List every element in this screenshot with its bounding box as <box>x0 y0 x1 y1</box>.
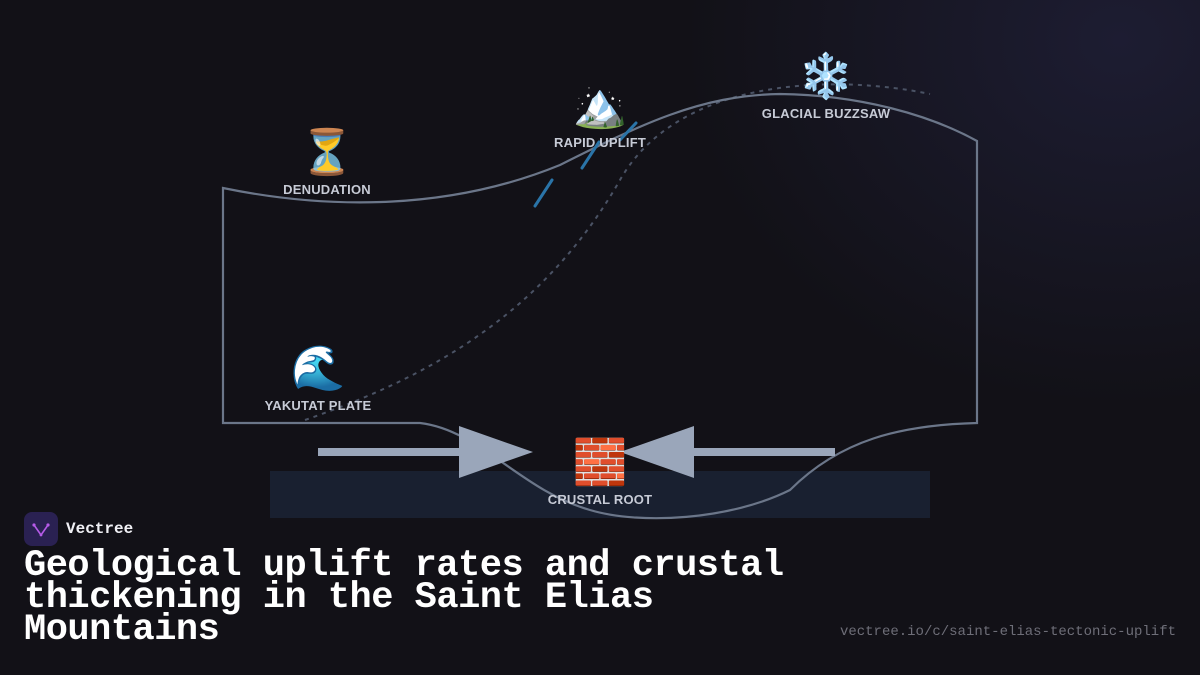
node-glacial-buzzsaw: ❄️ GLACIAL BUZZSAW <box>761 51 891 122</box>
hourglass-icon: ⏳ <box>299 127 355 178</box>
vectree-logo-icon <box>24 512 58 546</box>
brand-name: Vectree <box>66 520 134 538</box>
node-rapid-uplift: 🏔️ RAPID UPLIFT <box>554 80 646 151</box>
rapid-uplift-label: RAPID UPLIFT <box>554 135 646 150</box>
snowflake-icon: ❄️ <box>798 51 854 102</box>
crustal-root-band <box>270 471 930 518</box>
yakutat-plate-label: YAKUTAT PLATE <box>264 398 372 413</box>
crust-outline <box>221 92 979 520</box>
brand: Vectree <box>24 512 133 546</box>
glacial-buzzsaw-label: GLACIAL BUZZSAW <box>761 106 891 121</box>
fault-line <box>533 121 638 208</box>
denudation-label: DENUDATION <box>283 182 371 197</box>
node-yakutat-plate: 🌊 YAKUTAT PLATE <box>264 343 372 414</box>
source-url: vectree.io/c/saint-elias-tectonic-uplift <box>839 624 1176 640</box>
compression-arrow-left <box>318 426 533 478</box>
wave-icon: 🌊 <box>290 343 346 394</box>
brick-icon: 🧱 <box>572 437 628 488</box>
mountain-icon: 🏔️ <box>572 80 628 131</box>
compression-arrow-right <box>620 426 835 478</box>
page-title: Geological uplift rates and crustal thic… <box>24 545 784 651</box>
dashed-trajectory <box>304 83 931 421</box>
node-denudation: ⏳ DENUDATION <box>283 127 371 198</box>
node-crustal-root: 🧱 CRUSTAL ROOT <box>547 437 653 508</box>
crustal-root-label: CRUSTAL ROOT <box>547 492 653 507</box>
